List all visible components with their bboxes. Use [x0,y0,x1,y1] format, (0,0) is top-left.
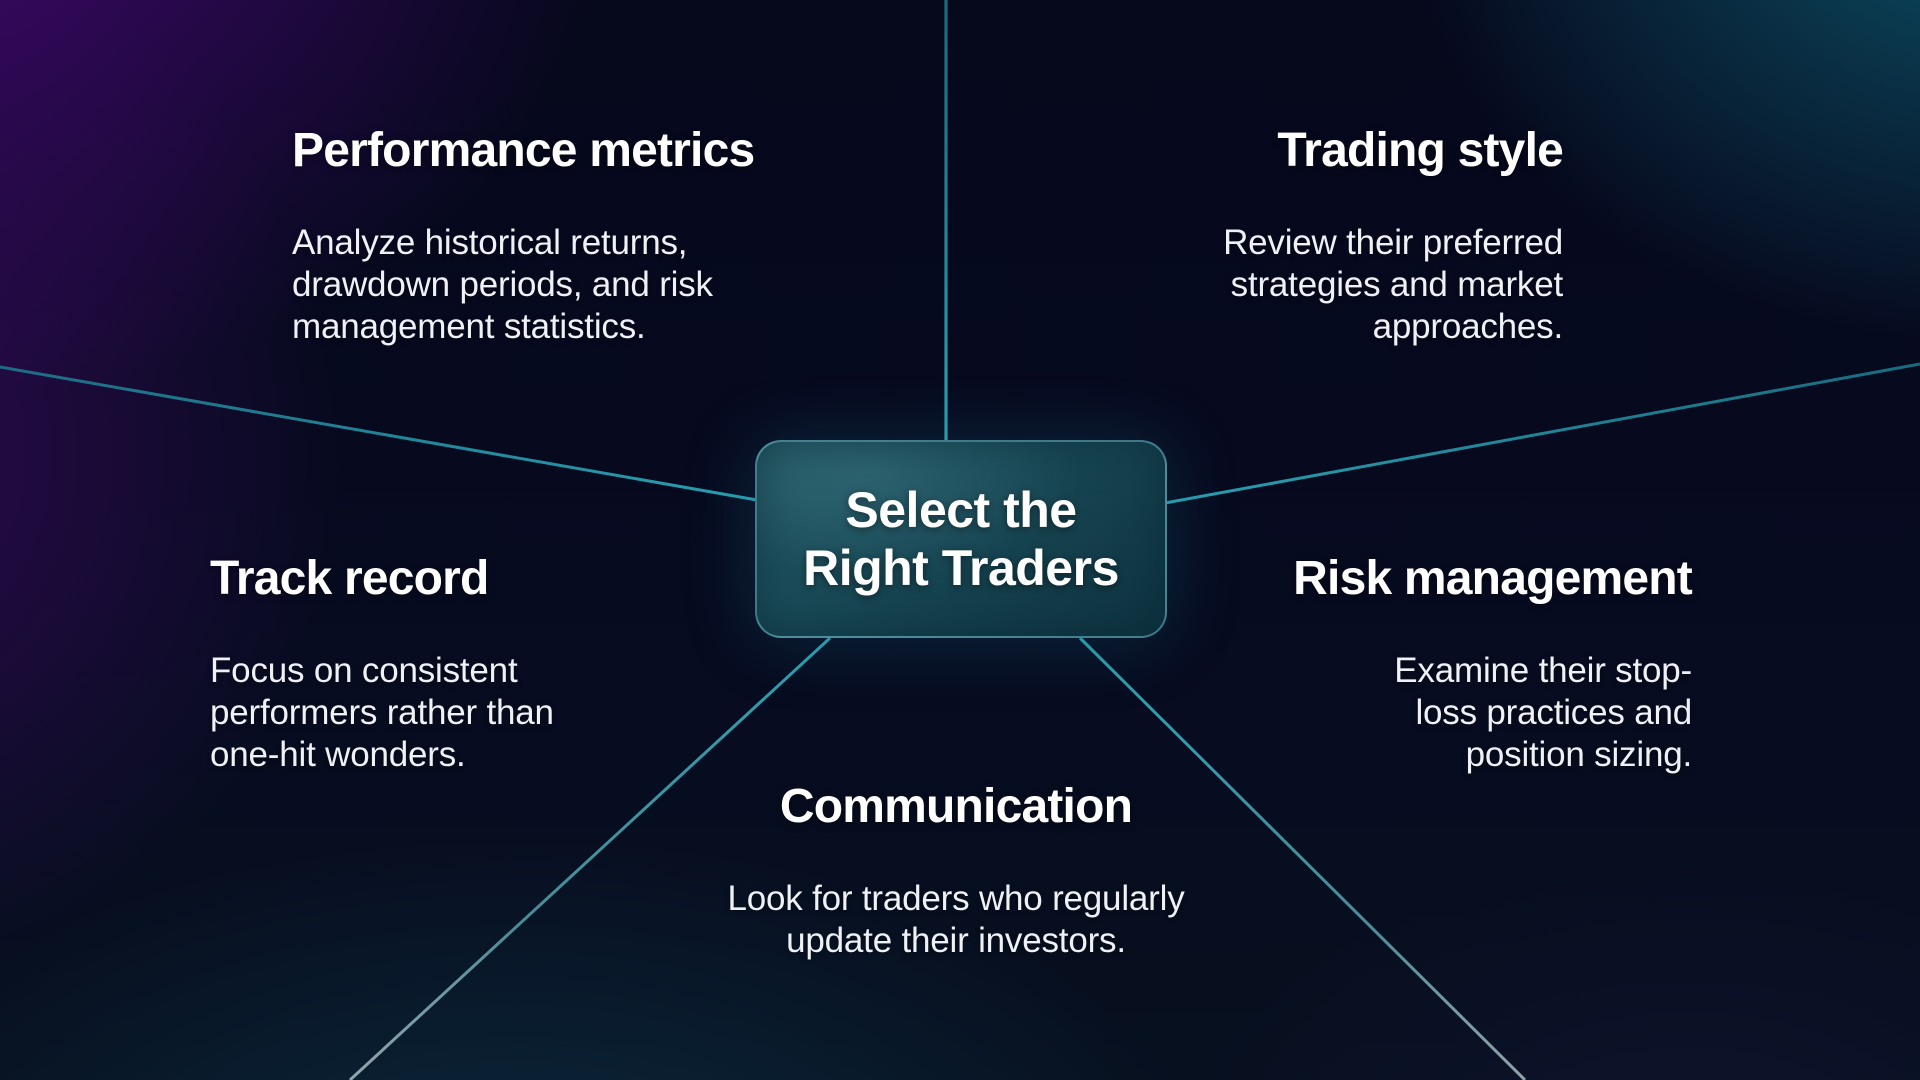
topic-communication: Communication Look for traders who regul… [456,778,1456,962]
central-node: Select the Right Traders [755,440,1167,638]
connector-lower-right [1078,636,1527,1080]
topic-body-risk-management: Examine their stop- loss practices and p… [1293,650,1692,776]
central-node-title-line-2: Right Traders [803,540,1119,596]
topic-body-line: Look for traders who regularly [727,879,1185,918]
connector-lower-left [348,636,832,1080]
topic-body-line: loss practices and [1415,693,1692,732]
central-node-title-line-1: Select the [845,482,1077,538]
topic-risk-management: Risk management Examine their stop- loss… [1293,550,1693,776]
topic-heading-performance: Performance metrics [292,124,755,177]
topic-body-line: strategies and market [1230,265,1564,304]
topic-body-line: position sizing. [1465,735,1693,774]
topic-body-communication: Look for traders who regularly update th… [456,878,1456,962]
topic-track-record: Track record Focus on consistent perform… [210,550,554,776]
topic-performance: Performance metrics Analyze historical r… [292,122,755,348]
topic-body-line: Review their preferred [1223,223,1563,262]
topic-heading-trading-style: Trading style [1277,124,1563,177]
topic-body-performance: Analyze historical returns, drawdown per… [292,222,754,348]
topic-body-line: performers rather than [210,693,554,732]
topic-heading-track-record: Track record [210,552,489,605]
topic-body-line: management statistics. [292,307,646,346]
topic-body-trading-style: Review their preferred strategies and ma… [1223,222,1563,348]
topic-body-line: drawdown periods, and risk [292,265,713,304]
topic-body-line: update their investors. [786,921,1126,960]
topic-body-line: one-hit wonders. [210,735,466,774]
connector-upper-left [0,365,758,502]
topic-body-line: approaches. [1372,307,1564,346]
topic-body-line: Examine their stop- [1394,651,1692,690]
topic-body-line: Focus on consistent [210,651,518,690]
topic-body-line: Analyze historical returns, [292,223,688,262]
connector-upper-right [1164,362,1920,505]
topic-heading-risk-management: Risk management [1293,552,1693,605]
topic-body-track-record: Focus on consistent performers rather th… [210,650,554,776]
topic-trading-style: Trading style Review their preferred str… [1223,122,1564,348]
topic-heading-communication: Communication [779,780,1133,833]
